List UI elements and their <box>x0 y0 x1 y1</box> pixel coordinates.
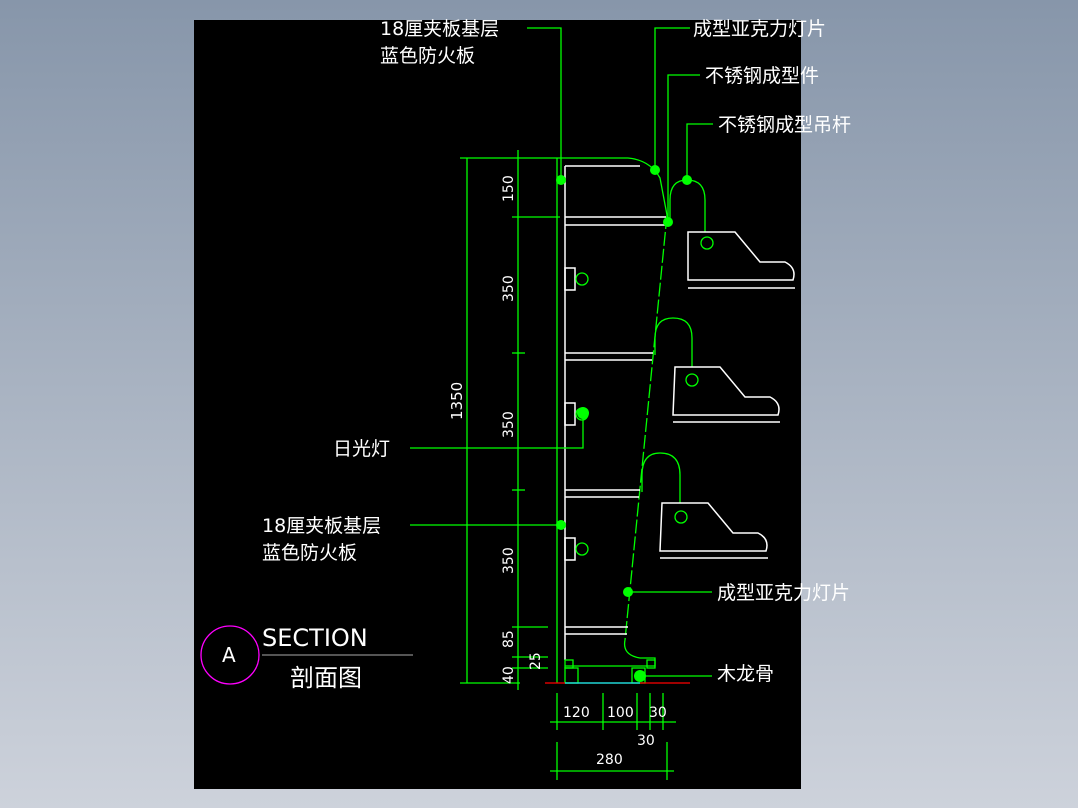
section-letter: A <box>222 643 236 667</box>
vertical-dimensions: 1350 150 350 350 350 85 40 25 <box>448 150 560 690</box>
dim-h-3: 30 <box>637 733 655 749</box>
dim-v-4: 85 <box>501 630 517 648</box>
dim-h-0: 120 <box>563 705 590 721</box>
dim-v-1: 350 <box>501 275 517 302</box>
dim-h-2: 30 <box>649 705 667 721</box>
dim-v-0: 150 <box>501 175 517 202</box>
section-circle <box>200 625 260 685</box>
label-steel-part: 不锈钢成型件 <box>705 65 819 87</box>
label-acrylic-bottom: 成型亚克力灯片 <box>717 582 850 604</box>
dim-total-height: 1350 <box>448 382 466 420</box>
fluorescent-lights <box>564 267 589 561</box>
label-top-panel-2: 蓝色防火板 <box>380 45 475 67</box>
section-subtitle: 剖面图 <box>290 664 362 692</box>
label-mid-panel-2: 蓝色防火板 <box>262 542 357 564</box>
dim-v-2: 350 <box>501 411 517 438</box>
leaders <box>410 27 713 682</box>
dim-h-1: 100 <box>607 705 634 721</box>
label-mid-panel-1: 18厘夹板基层 <box>262 515 381 537</box>
dim-total-width: 280 <box>596 752 623 768</box>
label-top-panel-1: 18厘夹板基层 <box>380 18 499 40</box>
dim-v-6: 25 <box>528 652 544 670</box>
label-fluorescent: 日光灯 <box>333 438 390 460</box>
display-rack <box>545 157 795 684</box>
section-title: SECTION <box>262 624 368 652</box>
label-steel-rod: 不锈钢成型吊杆 <box>718 114 851 136</box>
label-wood-keel: 木龙骨 <box>717 663 774 685</box>
dim-v-3: 350 <box>501 547 517 574</box>
section-marker: A SECTION 剖面图 <box>200 624 413 692</box>
label-acrylic-top: 成型亚克力灯片 <box>693 18 826 40</box>
horizontal-dimensions: 120 100 30 30 280 <box>550 693 676 780</box>
dim-v-5: 40 <box>501 666 517 684</box>
drawing-canvas <box>194 20 801 789</box>
